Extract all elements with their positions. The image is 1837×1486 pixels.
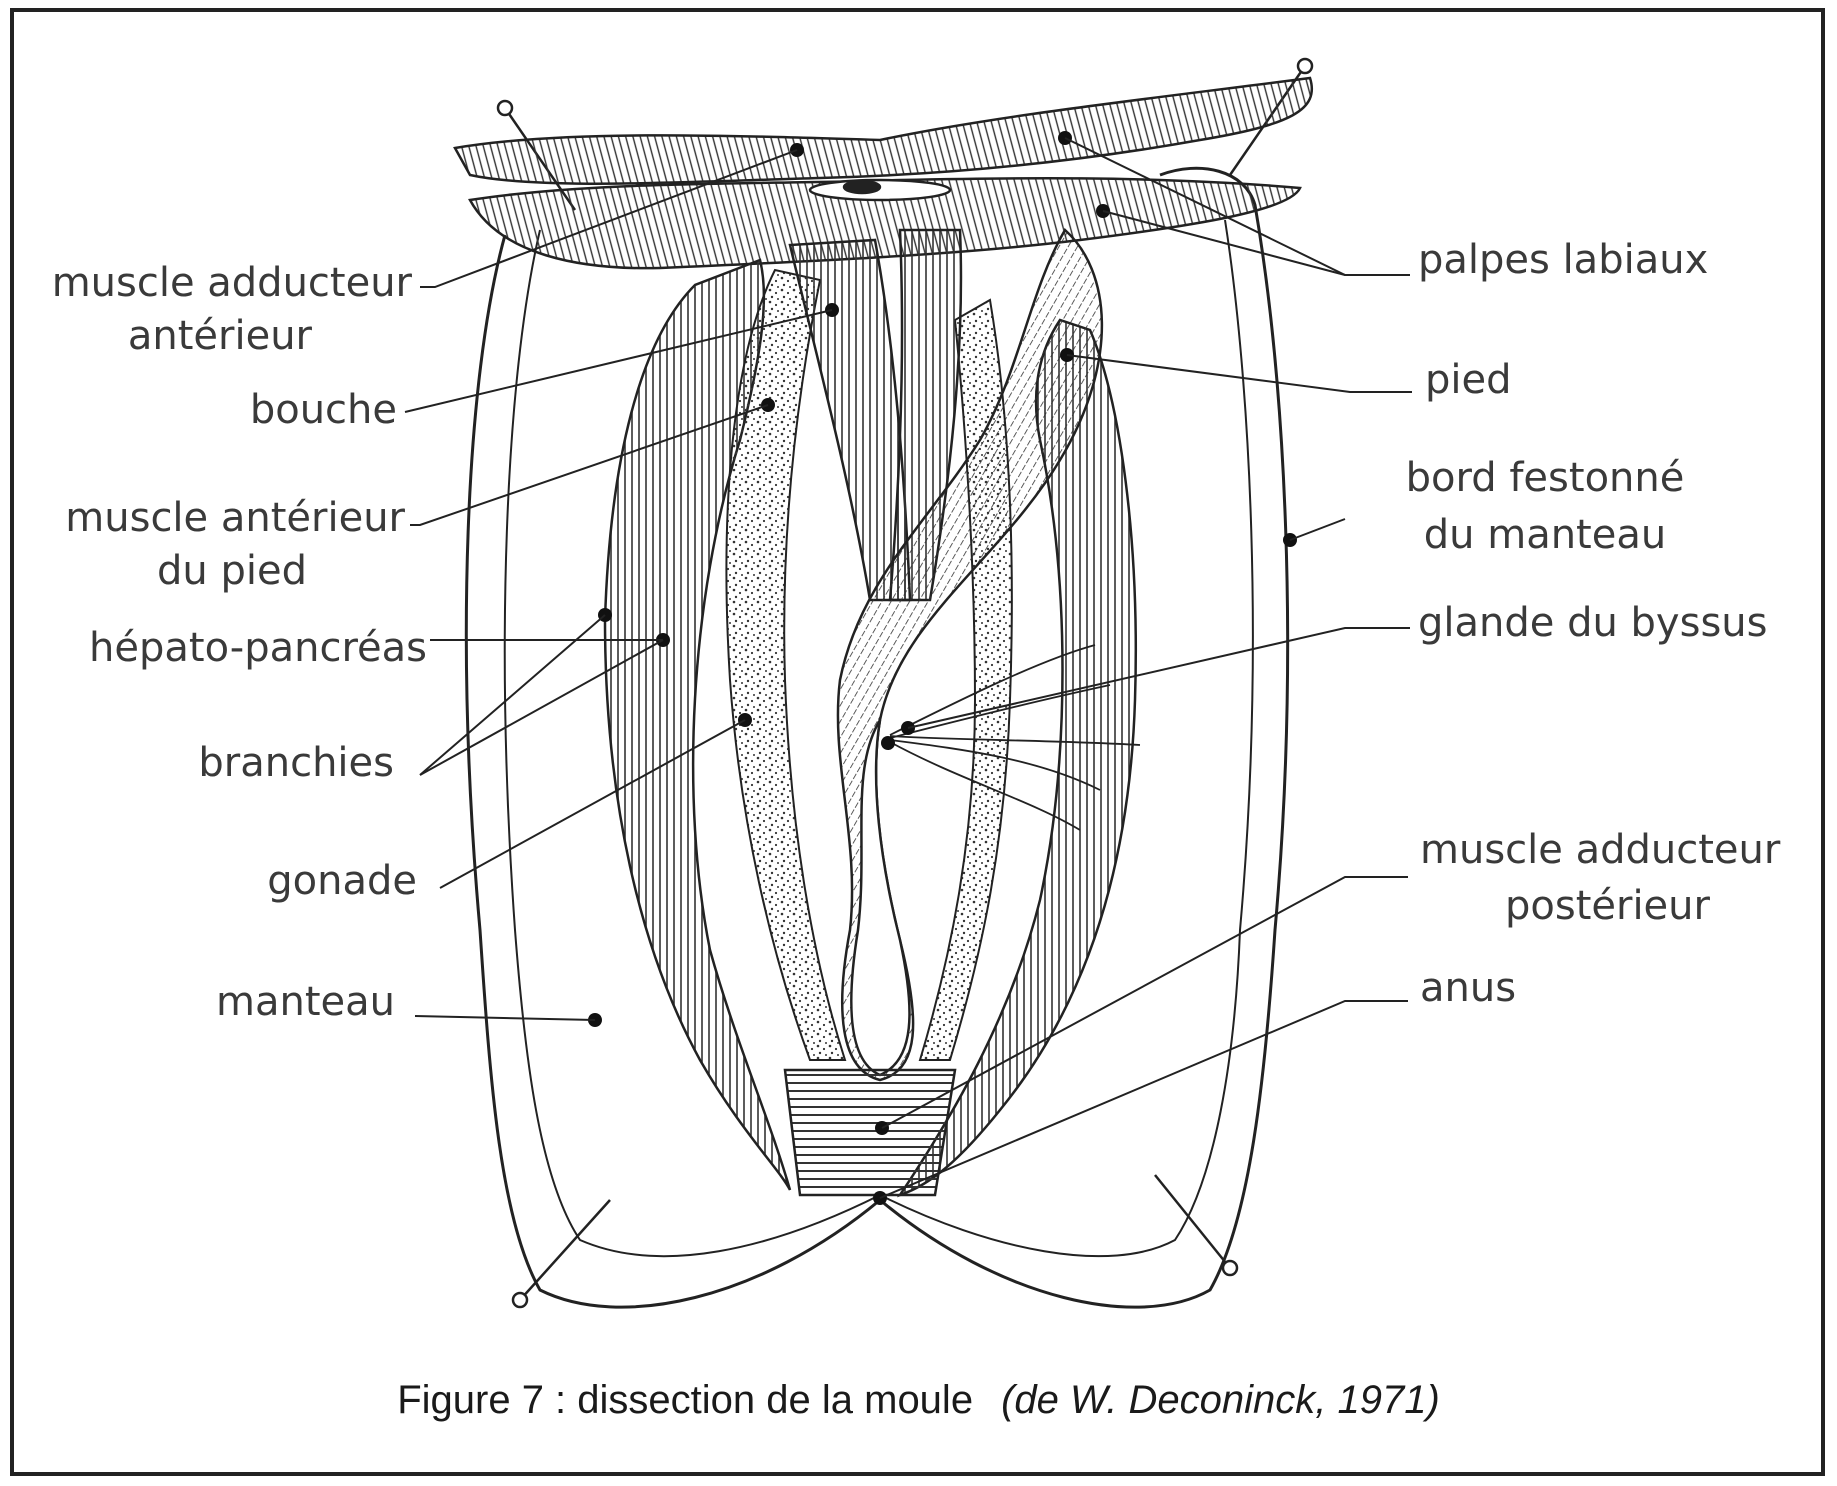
label-glande-byssus: glande du byssus bbox=[1418, 595, 1767, 651]
caption-text: Figure 7 : dissection de la moule bbox=[397, 1378, 973, 1422]
label-gonade: gonade bbox=[267, 853, 417, 909]
label-branchies: branchies bbox=[198, 735, 394, 791]
label-muscle-anterieur-pied: muscle antérieur bbox=[65, 490, 405, 546]
label-muscle-adducteur-posterieur-2: postérieur bbox=[1505, 878, 1710, 934]
label-bouche: bouche bbox=[250, 382, 397, 438]
label-muscle-adducteur-anterieur: muscle adducteur bbox=[52, 255, 412, 311]
label-bord-festonne: bord festonné bbox=[1395, 450, 1695, 506]
label-pied: pied bbox=[1425, 352, 1512, 408]
labial-palps bbox=[455, 78, 1312, 268]
caption-source: (de W. Deconinck, 1971) bbox=[1001, 1378, 1440, 1422]
label-muscle-adducteur-posterieur: muscle adducteur bbox=[1420, 822, 1780, 878]
label-anus: anus bbox=[1420, 960, 1516, 1016]
figure-caption: Figure 7 : dissection de la moule (de W. … bbox=[0, 1378, 1837, 1423]
label-manteau: manteau bbox=[216, 974, 395, 1030]
label-palpes-labiaux: palpes labiaux bbox=[1418, 232, 1708, 288]
label-bord-festonne-2: du manteau bbox=[1395, 507, 1695, 563]
label-hepato-pancreas: hépato-pancréas bbox=[89, 620, 427, 676]
label-muscle-adducteur-anterieur-2: antérieur bbox=[128, 308, 312, 364]
label-muscle-anterieur-pied-2: du pied bbox=[157, 543, 307, 599]
